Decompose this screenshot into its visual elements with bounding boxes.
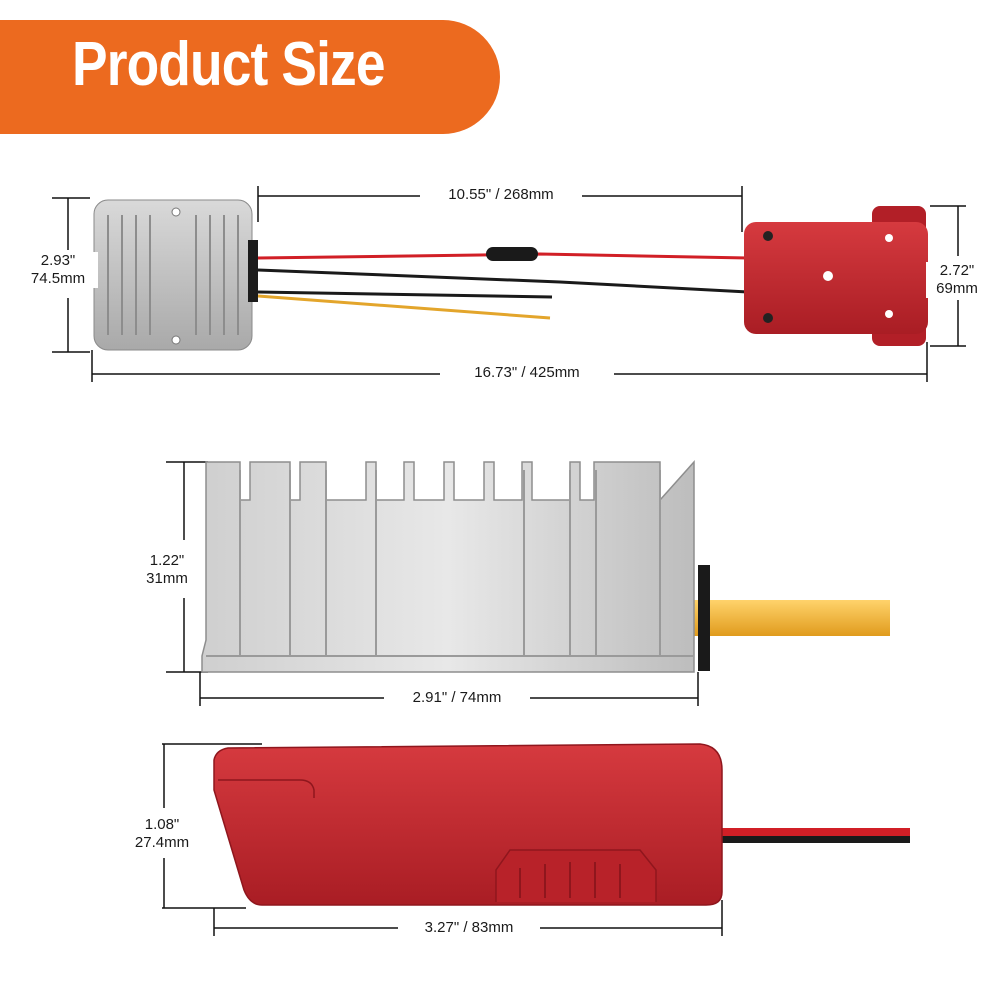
adapter-side-height-dimension <box>162 743 262 909</box>
page-title: Product Size <box>72 30 385 99</box>
adapter-height-label: 2.72" 69mm <box>926 262 988 298</box>
adapter-side-height-mm: 27.4mm <box>118 834 206 852</box>
converter-height-in: 2.93" <box>18 252 98 270</box>
adapter-side-height-in: 1.08" <box>118 816 206 834</box>
converter-side-view <box>201 460 890 673</box>
converter-side-height-mm: 31mm <box>134 570 200 588</box>
adapter-height-mm: 69mm <box>926 280 988 298</box>
wire-length-label: 10.55" / 268mm <box>420 186 582 204</box>
adapter-side-width-label: 3.27" / 83mm <box>398 919 540 937</box>
adapter-height-dimension <box>930 205 966 347</box>
adapter-side-view <box>213 743 910 906</box>
adapter-height-in: 2.72" <box>926 262 988 280</box>
adapter-side-height-label: 1.08" 27.4mm <box>118 816 206 852</box>
converter-top-view <box>93 199 258 351</box>
converter-side-width-dimension <box>199 672 699 706</box>
adapter-side-width-dimension <box>213 900 723 936</box>
wires <box>257 247 749 320</box>
title-banner <box>0 20 500 134</box>
wire-length-dimension <box>257 186 743 232</box>
converter-side-height-dimension <box>166 461 208 673</box>
converter-height-label: 2.93" 74.5mm <box>18 252 98 288</box>
converter-side-width-label: 2.91" / 74mm <box>384 689 530 707</box>
converter-height-dimension <box>52 197 90 353</box>
converter-side-height-in: 1.22" <box>134 552 200 570</box>
converter-side-height-label: 1.22" 31mm <box>134 552 200 588</box>
total-length-dimension <box>91 342 928 382</box>
total-length-label: 16.73" / 425mm <box>440 364 614 382</box>
adapter-top-view <box>744 206 928 346</box>
converter-height-mm: 74.5mm <box>18 270 98 288</box>
